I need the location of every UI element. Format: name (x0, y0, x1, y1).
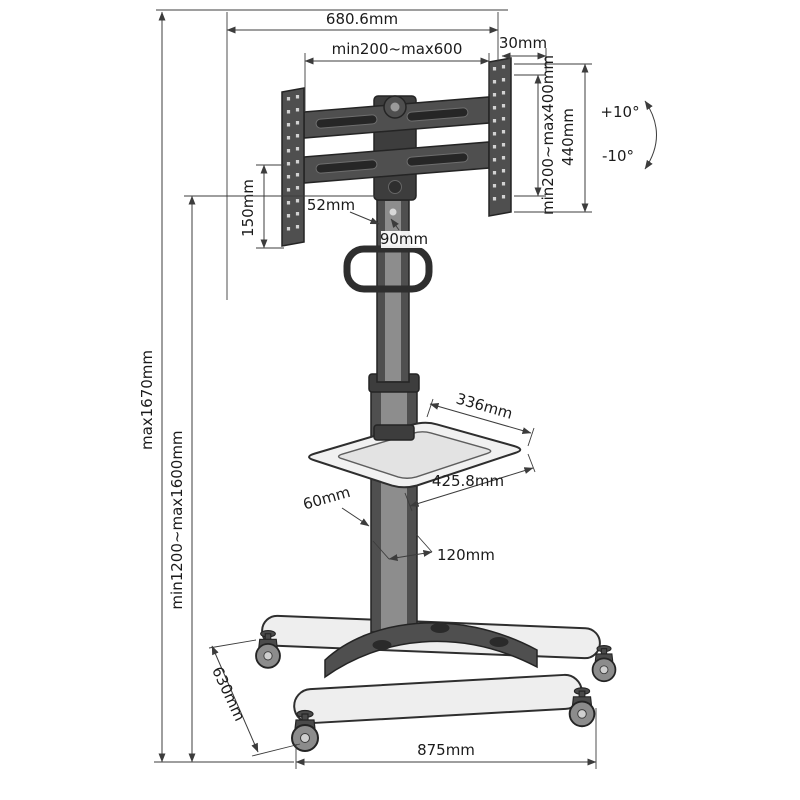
pole-depth-label: 52mm (307, 196, 355, 214)
base-plate-hole (430, 623, 450, 633)
rail-slot (315, 159, 378, 174)
shelf-width-label: 425.8mm (432, 472, 504, 490)
vesa-height-label: min200~max400mm (539, 55, 557, 215)
base-leg-front (293, 673, 583, 725)
height-range-label: min1200~max1600mm (168, 430, 186, 609)
vesa-strip-right (488, 57, 512, 217)
base-plate-hole (372, 640, 392, 650)
dimension-annotations: 680.6mm min200~max600 30mm min200~max400… (138, 9, 657, 769)
dim-bracket-offset: 30mm (499, 34, 547, 72)
handle (343, 245, 433, 293)
shelf (308, 421, 522, 489)
dim-shelf-offset: 60mm (301, 483, 370, 527)
shelf-depth-label: 336mm (454, 390, 515, 423)
caster-rear-left (255, 629, 281, 669)
tv-mount-bracket (281, 57, 512, 247)
dim-pole-width: 90mm (380, 218, 428, 248)
column-width-label: 120mm (437, 546, 495, 564)
dim-vesa-height: min200~max400mm (514, 55, 557, 215)
base-depth-label: 630mm (208, 664, 249, 724)
dim-column-width: 120mm (372, 533, 495, 564)
caster-front-right (568, 687, 596, 728)
column-pin-hole (389, 208, 397, 216)
tv-cart-drawing (255, 57, 617, 752)
bracket-bottom-label: 150mm (239, 179, 257, 237)
base-center-plate (324, 622, 538, 679)
bracket-height-label: 440mm (559, 108, 577, 166)
shelf-recess (337, 431, 492, 479)
dim-total-width: 680.6mm (226, 10, 499, 300)
vesa-width-label: min200~max600 (332, 40, 463, 58)
overall-height-label: max1670mm (138, 350, 156, 450)
total-width-label: 680.6mm (326, 10, 398, 28)
vesa-holes-right (492, 65, 506, 208)
dim-base-depth: 630mm (208, 639, 301, 757)
dim-pole-depth: 52mm (307, 196, 380, 225)
rail-slot (315, 114, 378, 129)
base-width-label: 875mm (417, 741, 475, 759)
pole-width-label: 90mm (380, 230, 428, 248)
shelf-offset-label: 60mm (301, 483, 352, 514)
vesa-strip-left (281, 87, 305, 247)
caster-rear-right (591, 645, 617, 683)
mount-plate-hole (388, 180, 402, 194)
tilt-down-label: -10° (602, 147, 634, 165)
vesa-holes-left (286, 95, 300, 238)
dim-base-width: 875mm (154, 708, 597, 769)
dim-bracket-bottom: 150mm (239, 164, 284, 249)
shelf-column-clamp (373, 424, 415, 441)
rail-slot (406, 152, 469, 167)
dim-overall-height: max1670mm (138, 11, 166, 763)
dim-vesa-width: min200~max600 (304, 40, 490, 112)
tilt-up-label: +10° (600, 103, 639, 121)
dim-tilt-range: +10° -10° (600, 100, 657, 170)
rail-slot (406, 107, 469, 122)
dim-height-range: min1200~max1600mm (168, 195, 376, 763)
caster-front-left (291, 709, 319, 752)
dim-shelf-width: 425.8mm (404, 453, 536, 512)
base-plate-hole (489, 637, 509, 647)
bracket-offset-label: 30mm (499, 34, 547, 52)
dim-bracket-height: 440mm (514, 63, 592, 213)
